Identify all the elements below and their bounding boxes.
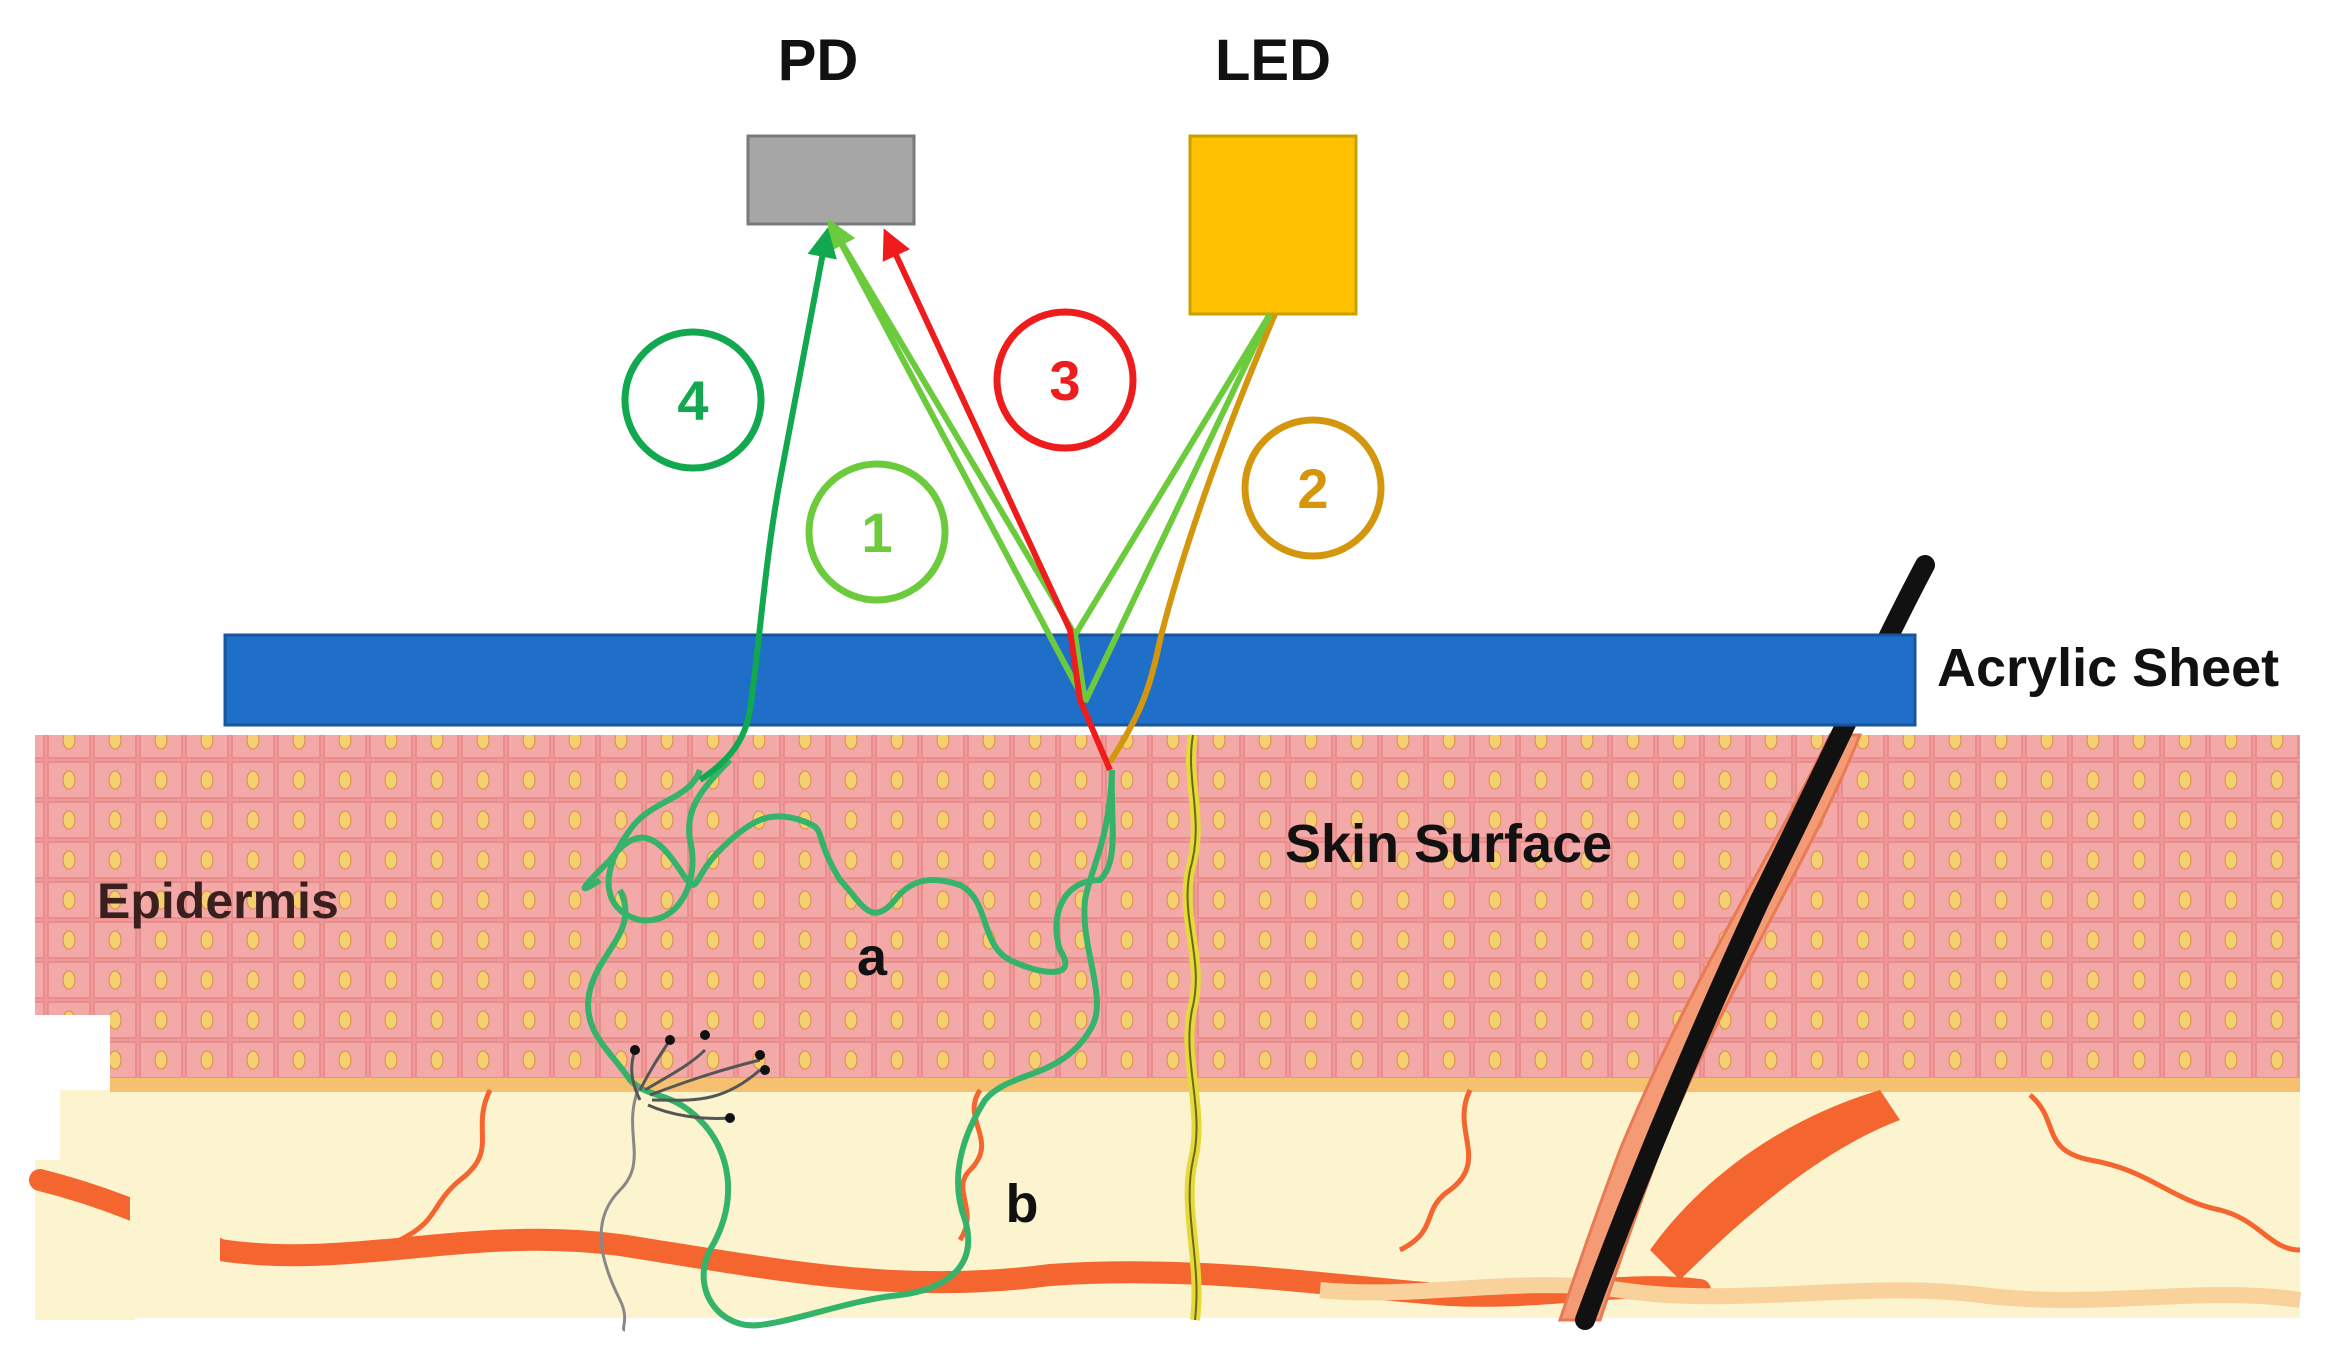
epidermis-label: Epidermis bbox=[97, 873, 339, 929]
tissue-path-a bbox=[581, 769, 1116, 975]
path-marker-2: 2 bbox=[1241, 416, 1385, 560]
path-marker-3: 3 bbox=[993, 308, 1137, 452]
capillary-4 bbox=[2028, 1093, 2301, 1253]
led-box bbox=[1188, 134, 1358, 316]
vessel-gap bbox=[130, 1180, 220, 1300]
basement-membrane bbox=[110, 1078, 2300, 1092]
light-path-1-line-a bbox=[827, 218, 1273, 704]
light-path-1-line-b bbox=[1082, 312, 1273, 704]
skin-surface-label: Skin Surface bbox=[1285, 814, 1612, 874]
light-path-1-line-c bbox=[837, 238, 1078, 637]
tissue-path-loop bbox=[605, 757, 733, 924]
epidermis-layer bbox=[35, 735, 2300, 1090]
photodiode-box bbox=[746, 134, 916, 226]
path-number-2: 2 bbox=[1297, 457, 1328, 520]
path-label-b: b bbox=[1006, 1174, 1039, 1234]
nerve-receptor-dots bbox=[630, 1030, 770, 1123]
nerve-fiber-outline bbox=[1186, 734, 1198, 1321]
light-path-3-line bbox=[882, 228, 1113, 772]
path-number-1: 1 bbox=[861, 501, 892, 564]
light-path-4-line bbox=[698, 227, 837, 783]
led-label: LED bbox=[1215, 28, 1331, 93]
blood-vessel-secondary bbox=[1319, 1277, 2302, 1308]
epidermis-lower-step bbox=[35, 1015, 110, 1090]
path-number-4: 4 bbox=[677, 369, 708, 432]
capillary-1 bbox=[398, 1088, 493, 1243]
path-label-a: a bbox=[857, 927, 888, 987]
light-path-2-line bbox=[1107, 312, 1278, 764]
tissue-path-b bbox=[585, 769, 1115, 1329]
acrylic-sheet-label: Acrylic Sheet bbox=[1937, 638, 2279, 698]
arrector-pili-muscle bbox=[1650, 1090, 1900, 1280]
capillary-3 bbox=[1398, 1088, 1473, 1253]
path-marker-4: 4 bbox=[621, 328, 765, 472]
path-number-3: 3 bbox=[1049, 349, 1080, 412]
pd-label: PD bbox=[778, 28, 859, 93]
path-marker-1: 1 bbox=[805, 460, 949, 604]
nerve-ending-stem bbox=[599, 1084, 642, 1332]
